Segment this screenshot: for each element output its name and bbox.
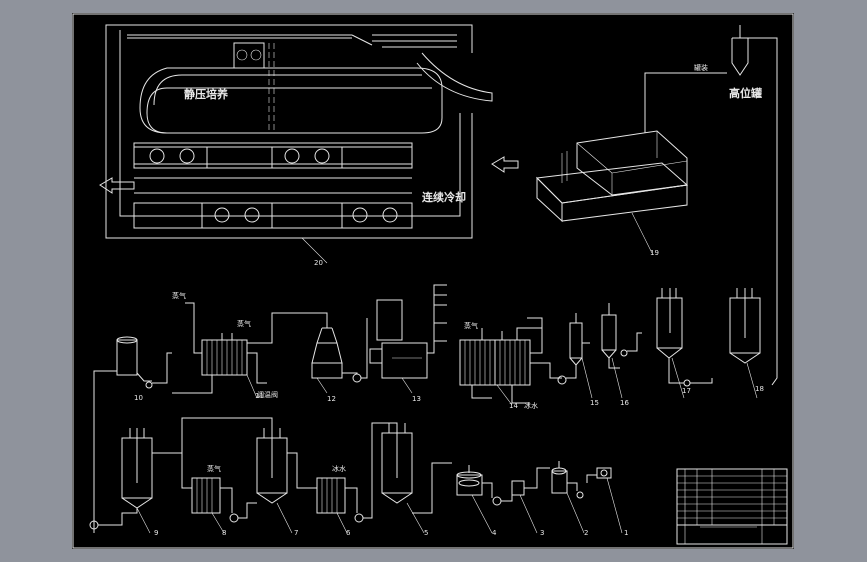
number-13: 13: [412, 395, 421, 403]
number-16: 16: [620, 399, 629, 407]
number-1: 1: [624, 529, 628, 537]
number-17: 17: [682, 387, 691, 395]
label-steam-1: 蒸气: [172, 291, 186, 300]
number-11: 11: [255, 392, 264, 400]
label-cooling: 连续冷却: [422, 190, 466, 204]
filling-machine: [535, 72, 727, 254]
number-20: 20: [314, 259, 323, 267]
number-9: 9: [154, 529, 158, 537]
label-ice-water-1: 冰水: [524, 401, 538, 410]
number-2: 2: [584, 529, 588, 537]
drawing-sheet: 静压培养 连续冷却 20 19 罐装 高位罐: [72, 13, 794, 549]
middle-process-row: [93, 284, 761, 533]
label-ice-water-2: 冰水: [332, 464, 346, 473]
bottom-process-row: [89, 417, 623, 534]
process-flow-diagram: 静压培养 连续冷却 20 19 罐装 高位罐: [72, 13, 794, 549]
label-filling: 罐装: [694, 63, 708, 72]
label-steam-3: 蒸气: [464, 321, 478, 330]
label-steam-4: 蒸气: [207, 464, 221, 473]
title-block: [676, 468, 788, 545]
number-12: 12: [327, 395, 336, 403]
sheet-border: [72, 13, 794, 549]
number-18: 18: [755, 385, 764, 393]
number-3: 3: [540, 529, 544, 537]
label-regulator-valve: 调温阀: [257, 390, 278, 399]
label-steam-2: 蒸气: [237, 319, 251, 328]
number-15: 15: [590, 399, 599, 407]
number-5: 5: [424, 529, 428, 537]
number-10: 10: [134, 394, 143, 402]
high-tank: [731, 25, 778, 386]
number-6: 6: [346, 529, 351, 537]
label-high-tank: 高位罐: [729, 86, 762, 100]
flow-arrow-left: [491, 156, 519, 173]
number-8: 8: [222, 529, 226, 537]
label-static-proof: 静压培养: [184, 87, 229, 101]
culture-cooling-unit: [99, 24, 493, 264]
number-7: 7: [294, 529, 298, 537]
number-19: 19: [650, 249, 659, 257]
number-4: 4: [492, 529, 497, 537]
number-14: 14: [509, 402, 518, 410]
